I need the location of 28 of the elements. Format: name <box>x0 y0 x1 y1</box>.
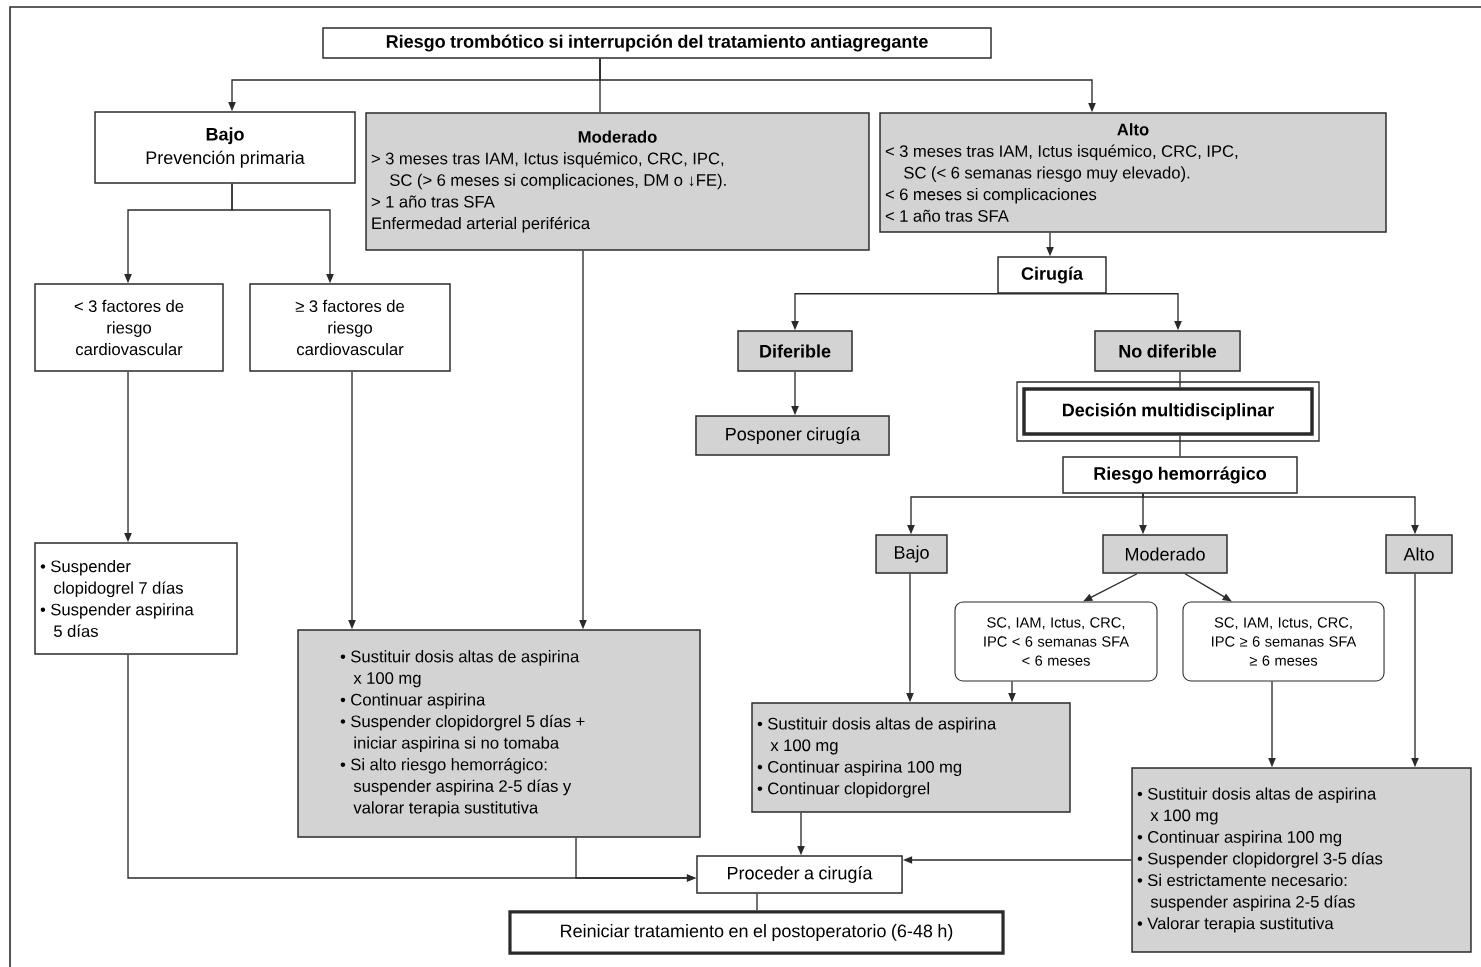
treatment-box: • Sustituir dosis altas de aspirina x 100 mg • Continuar aspirina 100 mg • Suspender clopidorgrel 3-5 días • Si estrictamente necesario: suspender aspirina 2-5 días • Valorar terapia sustitutiva <box>1131 767 1472 953</box>
process-box: Bajo Prevención primaria <box>94 111 356 184</box>
risk-box: Alto < 3 meses tras IAM, Ictus isquémico, CRC, IPC, SC (< 6 semanas riesgo muy elevado). < 6 meses si complicaciones < 1 año tras SFA <box>879 112 1387 233</box>
process-box: Riesgo trombótico si interrupción del tratamiento antiagregante <box>322 27 992 59</box>
arrow <box>1184 573 1232 602</box>
process-box: ≥ 3 factores de riesgo cardiovascular <box>249 283 451 372</box>
process-box: Diferible <box>737 330 853 372</box>
criteria-box: SC, IAM, Ictus, CRC, IPC ≥ 6 semanas SFA ≥ 6 meses <box>1182 601 1385 682</box>
final-step-box: Reiniciar tratamiento en el postoperatorio (6-48 h) <box>508 910 1005 955</box>
process-box: Riesgo hemorrágico <box>1062 456 1298 494</box>
process-box: Moderado <box>1102 534 1228 574</box>
connector-line <box>1179 435 1181 457</box>
process-box: Proceder a cirugía <box>696 855 903 894</box>
decision-box: Decisión multidisciplinar <box>1016 381 1320 442</box>
process-box: Posponer cirugía <box>695 415 890 456</box>
treatment-box: • Sustituir dosis altas de aspirina x 100 mg • Continuar aspirina • Suspender clopidorgrel 5 días + iniciar aspirina si no tomaba • Si alto riesgo hemorrágico: suspender aspirina 2-5 días y valorar terapia sustitutiva <box>297 629 701 838</box>
process-box: Bajo <box>875 534 948 574</box>
risk-box: Moderado > 3 meses tras IAM, Ictus isquémico, CRC, IPC, SC (> 6 meses si complicaciones, DM o ↓FE). > 1 año tras SFA Enfermedad arterial periférica <box>365 112 870 251</box>
process-box: < 3 factores de riesgo cardiovascular <box>34 283 224 372</box>
connector-line <box>1179 371 1181 388</box>
connector-line <box>756 893 758 912</box>
process-box: Cirugía <box>997 256 1107 294</box>
process-box: No diferible <box>1094 330 1241 372</box>
process-box: Alto <box>1385 534 1453 574</box>
arrow <box>1083 573 1138 602</box>
treatment-box: • Sustituir dosis altas de aspirina x 100 mg • Continuar aspirina 100 mg • Continuar clopidorgrel <box>751 702 1071 813</box>
criteria-box: SC, IAM, Ictus, CRC, IPC < 6 semanas SFA < 6 meses <box>954 601 1158 682</box>
treatment-box: • Suspender clopidogrel 7 días • Suspender aspirina 5 días <box>34 542 238 655</box>
